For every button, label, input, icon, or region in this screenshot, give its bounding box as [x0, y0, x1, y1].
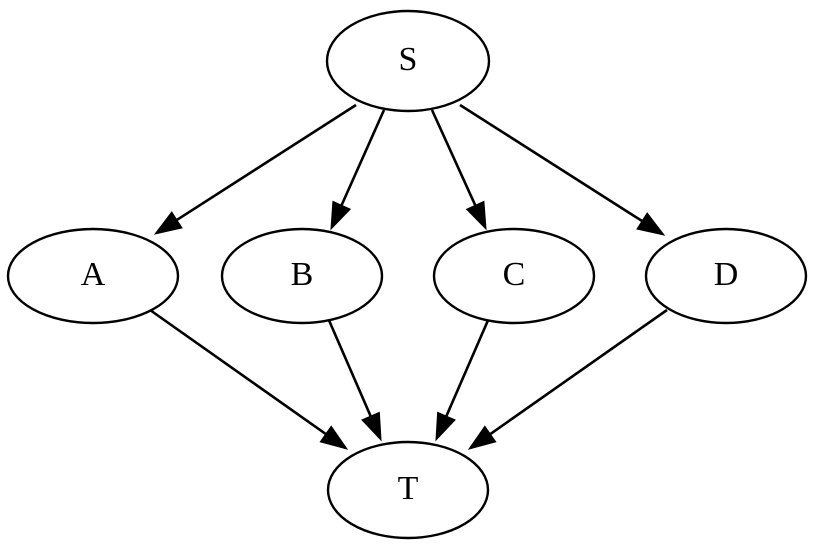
node-label: A [81, 256, 106, 293]
edge-d-to-t [467, 308, 668, 450]
arrowhead-icon [636, 212, 666, 236]
edge-line [430, 109, 478, 208]
node-shape[interactable] [326, 440, 490, 540]
node-shape[interactable] [6, 227, 180, 325]
edge-line [326, 317, 373, 419]
nodes-layer: S A B C D T [6, 9, 808, 540]
node-label: B [291, 256, 314, 293]
edge-a-to-t [149, 308, 349, 450]
edge-b-to-t [326, 317, 382, 442]
arrowhead-icon [330, 200, 352, 231]
edges-layer [149, 103, 668, 450]
arrowhead-icon [153, 211, 183, 235]
arrowhead-icon [435, 411, 456, 442]
edge-s-to-a [153, 103, 357, 235]
edge-s-to-c [430, 109, 487, 231]
node-shape[interactable] [325, 9, 491, 113]
node-d[interactable]: D [644, 227, 808, 325]
arrowhead-icon [361, 411, 382, 442]
edge-c-to-t [435, 317, 491, 442]
node-t[interactable]: T [326, 440, 490, 540]
node-label: C [503, 256, 526, 293]
node-label: D [714, 256, 739, 293]
node-shape[interactable] [644, 227, 808, 325]
edge-line [444, 317, 491, 419]
arrowhead-icon [467, 425, 497, 450]
edge-line [339, 109, 386, 208]
node-b[interactable]: B [220, 227, 384, 325]
node-shape[interactable] [220, 227, 384, 325]
node-shape[interactable] [432, 227, 596, 325]
edge-line [487, 308, 668, 437]
node-a[interactable]: A [6, 227, 180, 325]
edge-s-to-d [459, 103, 666, 236]
node-label: S [399, 41, 418, 78]
edge-line [459, 103, 645, 224]
arrowhead-icon [319, 425, 349, 450]
arrowhead-icon [465, 200, 487, 231]
edge-line [149, 308, 329, 437]
node-s[interactable]: S [325, 9, 491, 113]
node-c[interactable]: C [432, 227, 596, 325]
edge-s-to-b [330, 109, 386, 231]
node-label: T [398, 470, 419, 507]
edge-line [174, 103, 357, 223]
